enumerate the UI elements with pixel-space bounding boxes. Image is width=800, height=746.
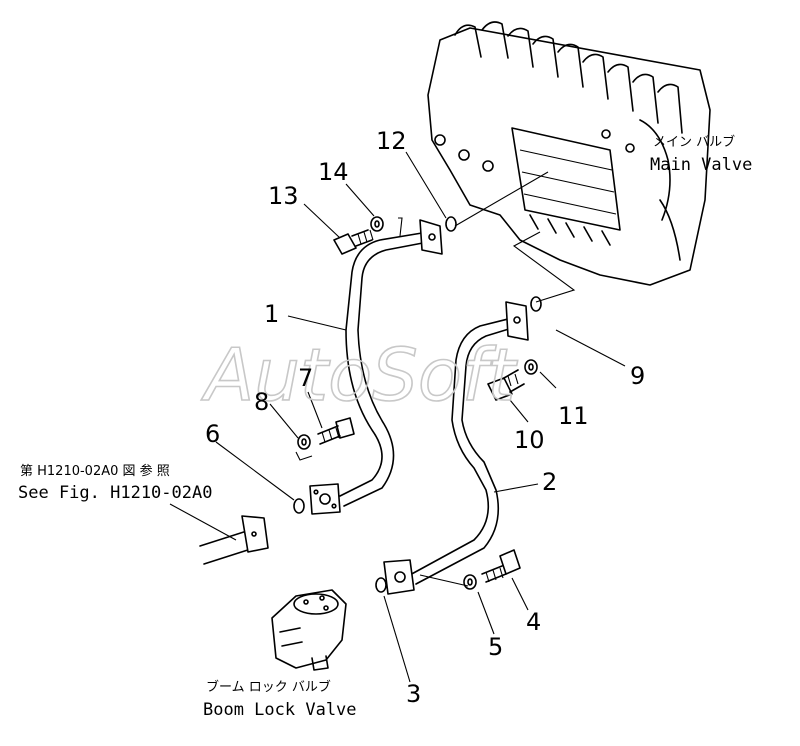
- o-ring-9: [530, 296, 542, 312]
- o-ring-3: [375, 577, 387, 593]
- callout-5: 5: [488, 633, 503, 661]
- watermark: AutoSoft: [201, 333, 518, 417]
- washer-5: [463, 574, 477, 590]
- boom-lock-label-jp: ブーム ロック バルブ: [206, 679, 331, 695]
- callout-6: 6: [205, 420, 220, 448]
- washer-11: [524, 359, 538, 375]
- main-valve-label-jp: メイン バルブ: [653, 134, 735, 150]
- pipe-1-bottom-flange: [309, 483, 341, 515]
- callout-8: 8: [254, 388, 269, 416]
- callout-9: 9: [630, 362, 645, 390]
- washer-8: [297, 434, 311, 450]
- washer-5-inner: [467, 578, 473, 586]
- o-ring-12: [445, 216, 457, 232]
- bolt-7: [317, 417, 355, 445]
- o-ring-6: [293, 498, 305, 514]
- boom-lock-valve-drawing: [271, 589, 347, 671]
- pipe-stub: [199, 515, 269, 565]
- see-fig-label-jp: 第 H1210-02A0 図 参 照: [20, 463, 170, 479]
- pipe-1: [339, 231, 429, 507]
- see-fig-leader: [169, 503, 237, 541]
- port-leader-upper: [454, 171, 549, 227]
- washer-11-inner: [528, 363, 534, 371]
- callout-4: 4: [526, 608, 541, 636]
- main-valve-drawing: [427, 21, 711, 286]
- boom-lock-label-en: Boom Lock Valve: [203, 700, 357, 720]
- washer-8-inner: [301, 438, 307, 446]
- callout-1: 1: [264, 300, 279, 328]
- pipe-2: [407, 317, 513, 585]
- pipe-2-top-flange: [505, 301, 529, 341]
- callout-12: 12: [376, 127, 407, 155]
- port-leader-lower: [512, 231, 576, 303]
- washer-14-inner: [374, 220, 380, 228]
- bolt-10: [487, 369, 525, 401]
- washer-14: [370, 216, 384, 232]
- see-fig-label-en: See Fig. H1210-02A0: [18, 483, 212, 503]
- pipe-1-top-flange: [419, 219, 443, 255]
- callout-11: 11: [558, 402, 589, 430]
- bolt-4: [481, 549, 521, 583]
- callout-13: 13: [268, 182, 299, 210]
- pipe-2-bottom-flange: [383, 559, 415, 595]
- callout-3: 3: [406, 680, 421, 708]
- callout-7: 7: [298, 364, 313, 392]
- bolt-13: [333, 229, 374, 255]
- callout-10: 10: [514, 426, 545, 454]
- main-valve-label-en: Main Valve: [650, 155, 752, 175]
- callout-2: 2: [542, 468, 557, 496]
- callout-14: 14: [318, 158, 349, 186]
